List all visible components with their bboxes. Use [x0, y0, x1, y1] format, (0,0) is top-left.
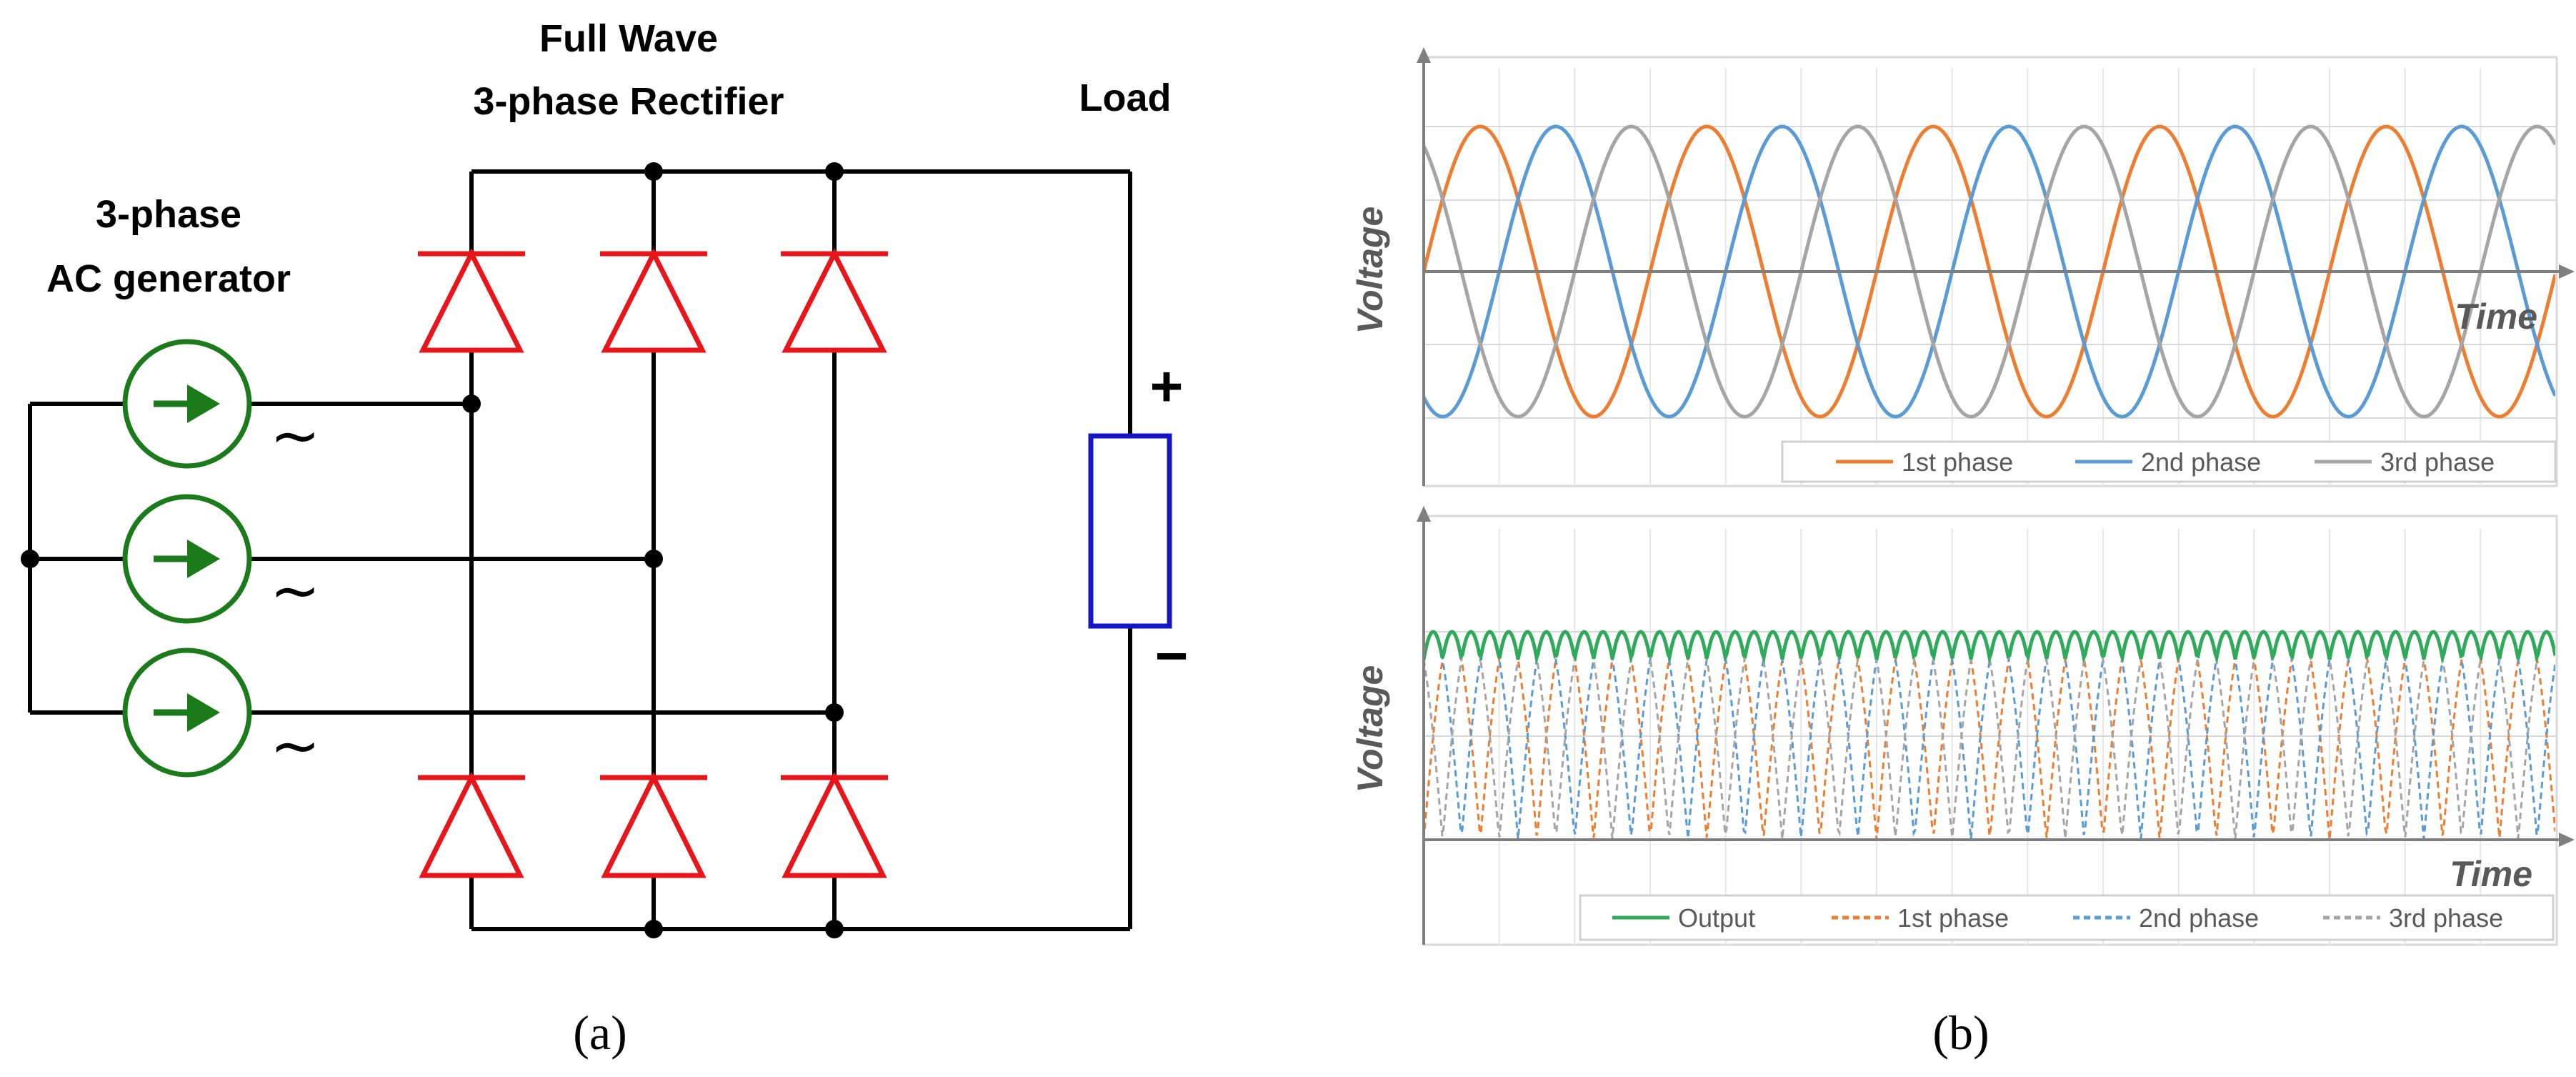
legend-label: 3rd phase [2380, 447, 2495, 477]
tilde-symbol-2: ~ [270, 555, 320, 625]
series-line [1425, 630, 2555, 665]
legend-box [1579, 894, 2555, 941]
y-axis-label: Voltage [1350, 665, 1390, 793]
diode-upper-2 [600, 248, 707, 353]
caption-b: (b) [1932, 1006, 1989, 1060]
lower-diodes [418, 772, 888, 878]
ac-source-1 [122, 339, 252, 469]
rectifier-title-line1: Full Wave [539, 17, 718, 60]
diode-upper-3 [781, 248, 888, 353]
generator-label-line2: AC generator [46, 257, 291, 300]
legend-box [1781, 440, 2557, 483]
junction-dots [21, 162, 844, 938]
junction-dot [825, 162, 844, 181]
legend-label: 1st phase [1902, 447, 2013, 477]
arrow-head-icon [187, 384, 220, 423]
diode-upper-1 [418, 248, 525, 353]
y-axis-arrow-icon [1417, 506, 1431, 522]
upper-diodes [418, 248, 888, 353]
series-line [1425, 124, 2555, 419]
load-minus-sign: − [1155, 624, 1189, 688]
load-label: Load [1079, 76, 1172, 119]
ac-source-2 [122, 494, 252, 624]
y-axis-label: Voltage [1350, 207, 1390, 334]
chart-frame [1422, 515, 2558, 946]
junction-dot [825, 920, 844, 938]
junction-dot [825, 703, 844, 722]
legend-label: 1st phase [1897, 903, 2009, 933]
diode-triangle [782, 248, 887, 353]
legend-label: 2nd phase [2141, 447, 2261, 477]
diode-lower-2 [600, 772, 707, 878]
legend-label: Output [1678, 903, 1755, 933]
junction-dot [462, 394, 481, 413]
generator-label-line1: 3-phase [96, 193, 241, 236]
diode-triangle [419, 248, 524, 353]
ac-source-3 [122, 647, 252, 778]
x-axis-arrow-icon [2559, 264, 2575, 279]
junction-dot [644, 920, 663, 938]
diode-triangle [601, 772, 707, 878]
junction-dot [644, 550, 663, 568]
diode-lower-1 [418, 772, 525, 878]
arrow-head-icon [187, 540, 220, 578]
x-axis-arrow-icon [2559, 833, 2575, 847]
arrow-head-icon [187, 693, 220, 732]
x-axis-label: Time [2450, 854, 2532, 894]
load-plus-sign: + [1150, 354, 1184, 418]
rectifier-title-line2: 3-phase Rectifier [473, 80, 784, 123]
diode-triangle [601, 248, 707, 353]
tilde-symbol-1: ~ [270, 400, 320, 470]
diode-triangle [782, 772, 887, 878]
y-axis-arrow-icon [1417, 47, 1431, 63]
legend-label: 2nd phase [2139, 903, 2259, 933]
junction-dot [21, 550, 39, 568]
diode-triangle [419, 772, 524, 878]
diode-lower-3 [781, 772, 888, 878]
load-resistor [1088, 433, 1172, 629]
x-axis-label: Time [2455, 297, 2537, 337]
caption-a: (a) [573, 1006, 626, 1060]
legend-label: 3rd phase [2389, 903, 2503, 933]
ac-sources [122, 339, 252, 778]
junction-dot [644, 162, 663, 181]
tilde-symbol-3: ~ [270, 710, 320, 780]
